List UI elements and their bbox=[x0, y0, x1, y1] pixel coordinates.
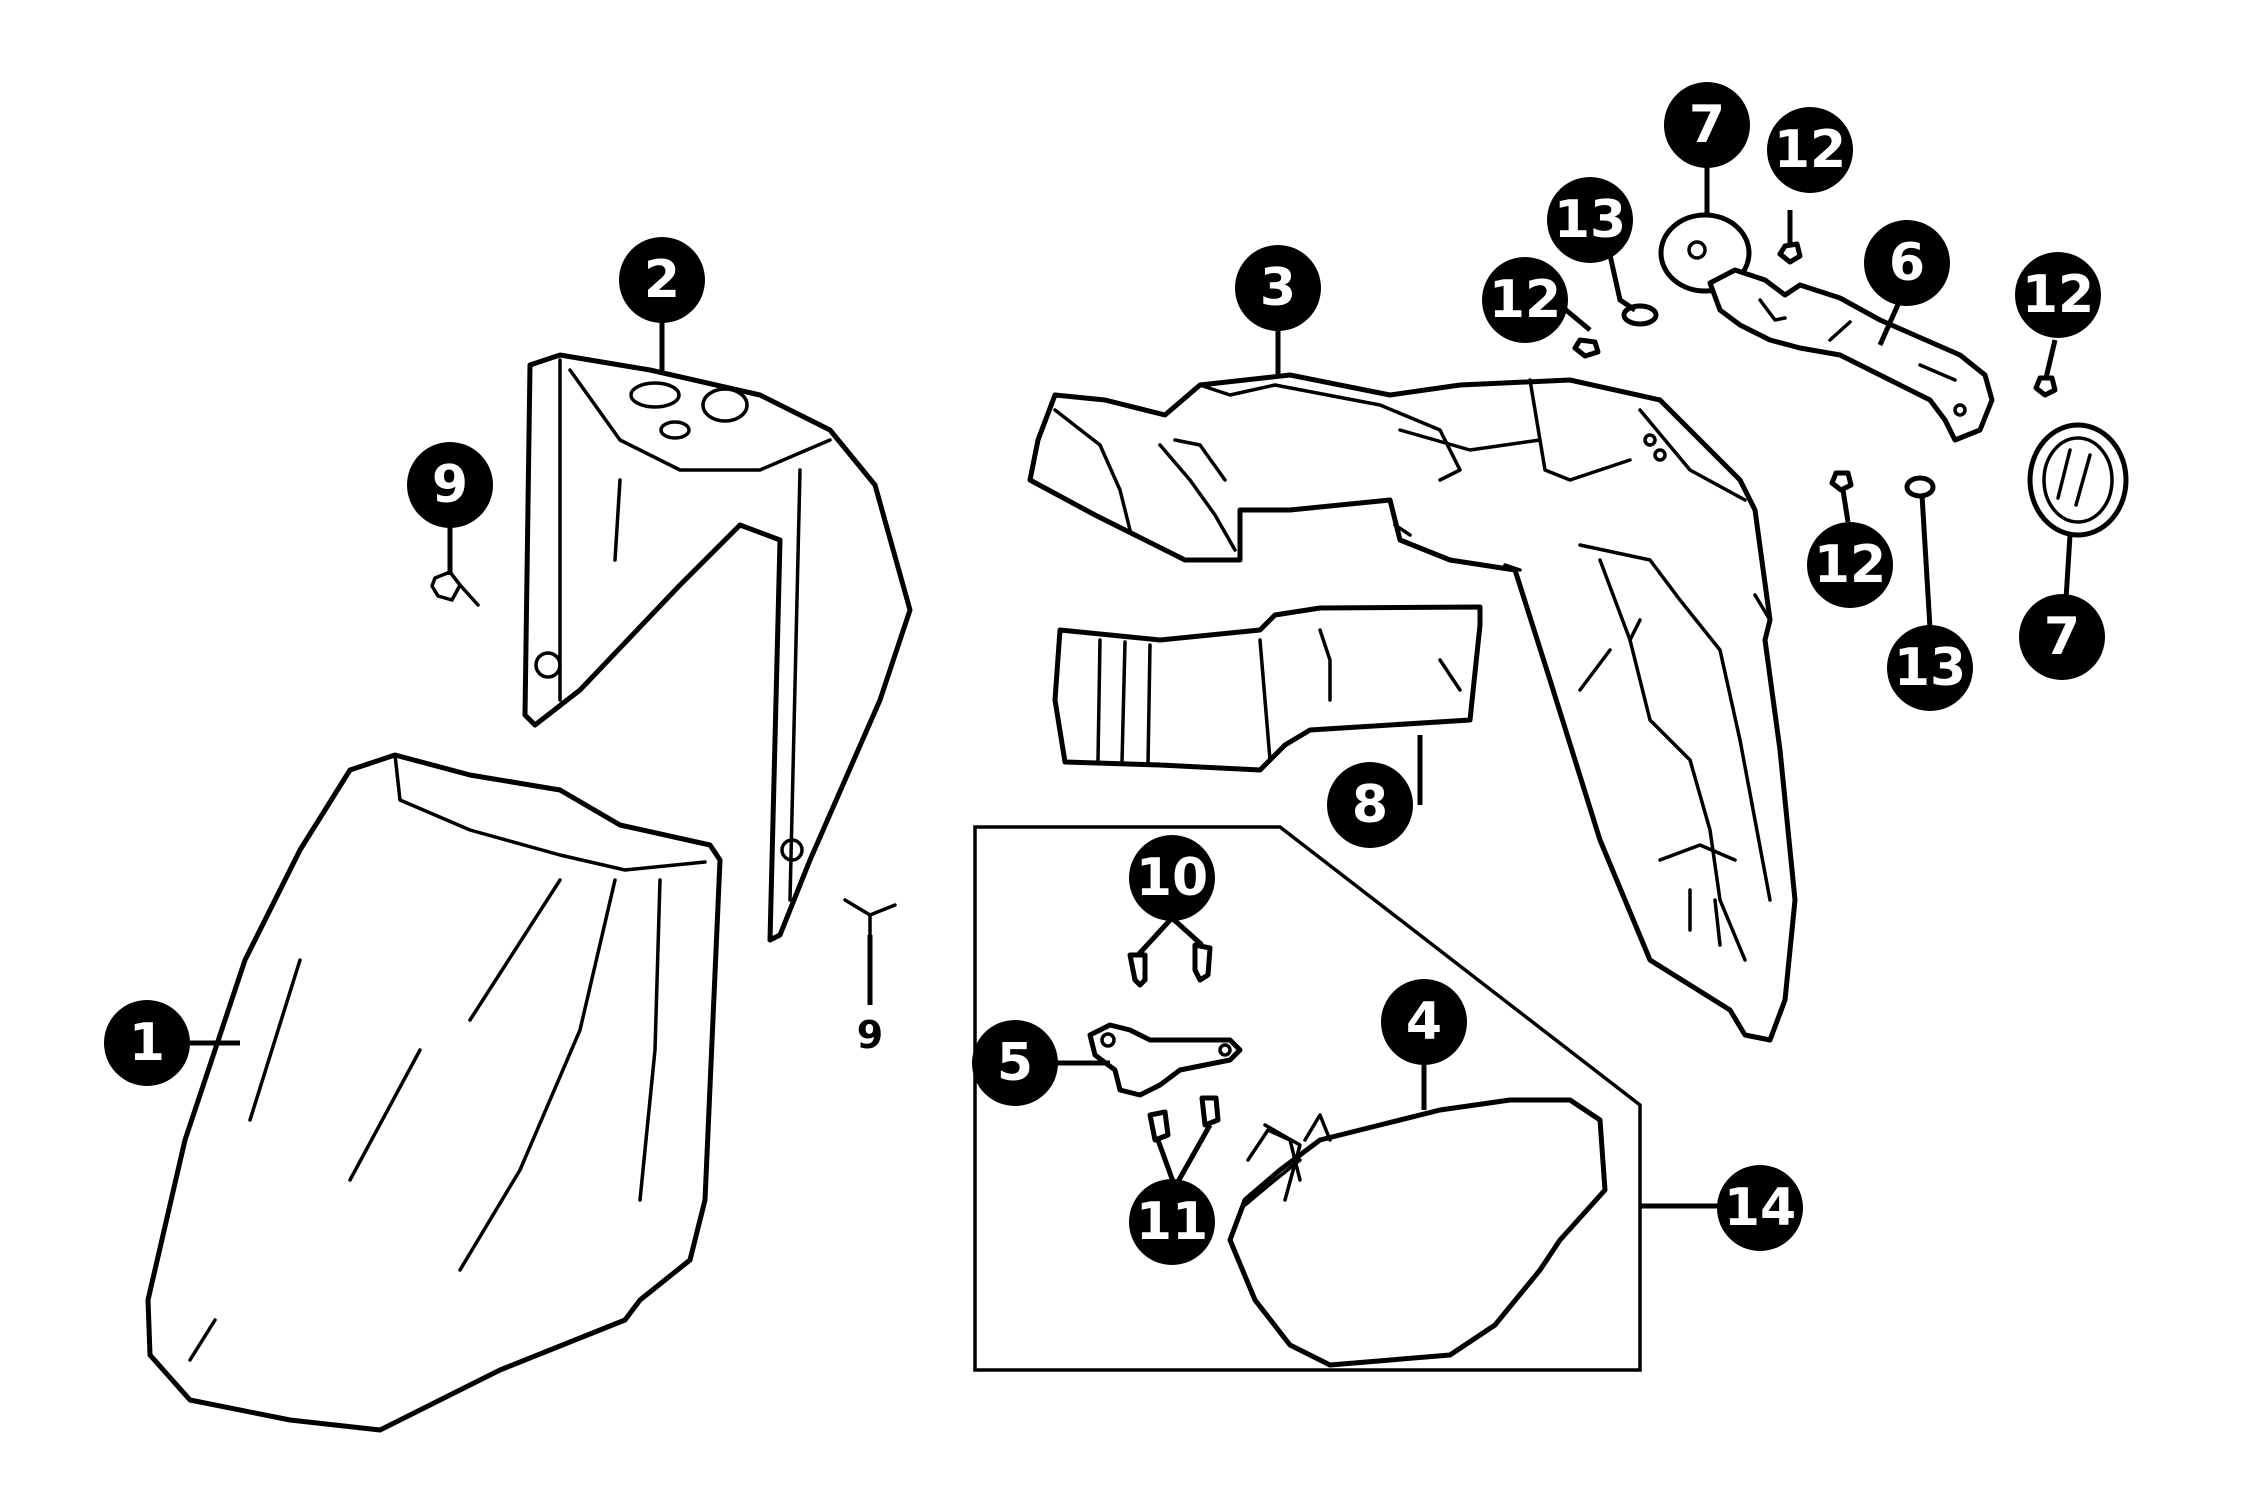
svg-text:9: 9 bbox=[857, 1013, 883, 1057]
callout-7-bottom: 7 bbox=[2019, 594, 2105, 680]
svg-text:1: 1 bbox=[129, 1013, 165, 1073]
part-rear-mudguard-holder bbox=[1027, 372, 1798, 1043]
part-nut-12a bbox=[1572, 337, 1601, 359]
part-splash-guard bbox=[1227, 1097, 1608, 1368]
svg-text:12: 12 bbox=[1774, 120, 1846, 180]
svg-text:7: 7 bbox=[1689, 95, 1725, 155]
inset-box-14 bbox=[973, 825, 1642, 1372]
svg-text:12: 12 bbox=[1814, 535, 1886, 595]
callout-11: 11 bbox=[1129, 1179, 1215, 1265]
callout-12-d: 12 bbox=[1807, 522, 1893, 608]
callout-5: 5 bbox=[972, 1020, 1058, 1106]
callout-14: 14 bbox=[1717, 1165, 1803, 1251]
callout-9-plain: 9 bbox=[857, 1013, 883, 1057]
part-fender-bracket-upper bbox=[522, 352, 913, 943]
part-nut-12c bbox=[2033, 375, 2058, 398]
callout-4: 4 bbox=[1381, 979, 1467, 1065]
svg-text:12: 12 bbox=[2022, 265, 2094, 325]
part-clips-11 bbox=[1147, 1095, 1221, 1143]
svg-text:13: 13 bbox=[1554, 190, 1626, 250]
svg-text:6: 6 bbox=[1889, 233, 1925, 293]
callout-9-circle: 9 bbox=[407, 442, 493, 528]
callout-12-b: 12 bbox=[1767, 107, 1853, 193]
svg-text:3: 3 bbox=[1260, 258, 1296, 318]
svg-text:7: 7 bbox=[2044, 607, 2080, 667]
svg-text:8: 8 bbox=[1352, 775, 1388, 835]
svg-text:9: 9 bbox=[432, 455, 468, 515]
part-nut-12d bbox=[1829, 470, 1854, 493]
callout-13-a: 13 bbox=[1547, 177, 1633, 263]
svg-text:4: 4 bbox=[1406, 992, 1442, 1052]
part-rubber-boot bbox=[1052, 604, 1483, 773]
part-reflector-oval bbox=[2027, 422, 2129, 538]
callout-13-b: 13 bbox=[1887, 625, 1973, 711]
callout-12-c: 12 bbox=[2015, 252, 2101, 338]
callout-3: 3 bbox=[1235, 245, 1321, 331]
part-nut-12b bbox=[1777, 241, 1803, 265]
callout-7-top: 7 bbox=[1664, 82, 1750, 168]
svg-text:11: 11 bbox=[1136, 1192, 1208, 1252]
svg-text:5: 5 bbox=[997, 1033, 1033, 1093]
part-front-fender-lower bbox=[145, 752, 723, 1433]
callout-8: 8 bbox=[1327, 762, 1413, 848]
svg-text:12: 12 bbox=[1489, 270, 1561, 330]
callout-6: 6 bbox=[1864, 220, 1950, 306]
part-screws-10 bbox=[1127, 942, 1213, 988]
part-screw-9b bbox=[843, 898, 897, 937]
part-small-plate bbox=[1087, 1022, 1243, 1098]
svg-text:2: 2 bbox=[644, 250, 680, 310]
callout-10: 10 bbox=[1129, 835, 1215, 921]
svg-text:10: 10 bbox=[1136, 848, 1208, 908]
svg-text:13: 13 bbox=[1894, 638, 1966, 698]
callout-2: 2 bbox=[619, 237, 705, 323]
svg-text:14: 14 bbox=[1724, 1178, 1796, 1238]
part-washer-13b bbox=[1904, 475, 1936, 499]
callout-12-a: 12 bbox=[1482, 257, 1568, 343]
part-screw-9a bbox=[430, 570, 480, 607]
callout-1: 1 bbox=[104, 1000, 190, 1086]
part-reflector-bracket bbox=[1707, 267, 1995, 443]
